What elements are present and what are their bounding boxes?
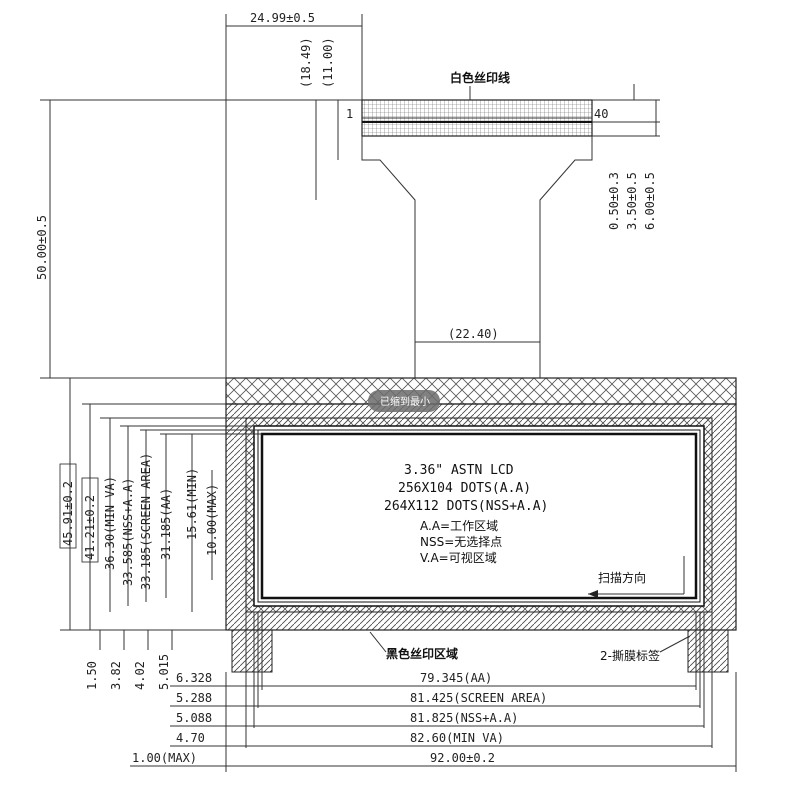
dim-3-82: 3.82 [109,661,123,690]
h-value-0: 79.345(AA) [420,671,492,685]
note-aa: A.A=工作区域 [420,519,498,533]
minimized-badge[interactable]: 已缩到最小 [368,390,440,412]
pin-first-label: 1 [346,107,353,121]
minimized-badge-label: 已缩到最小 [380,395,430,408]
pin-last-label: 40 [594,107,608,121]
total-length-dimension: 50.00±0.5 [35,99,362,379]
dim-1-50: 1.50 [85,661,99,690]
scan-direction-label: 扫描方向 [598,570,646,585]
h-offset-3: 4.70 [176,731,205,745]
scan-arrow-icon [588,590,598,598]
protective-film-leader [659,635,691,653]
neck-width-dimension: (22.40) [415,327,540,343]
fpc-width-label: 24.99±0.5 [250,11,315,25]
black-print-area-label: 黑色丝印区域 [386,646,458,661]
h-offset-1: 5.288 [176,691,212,705]
h-value-1: 81.425(SCREEN AREA) [410,691,547,705]
spec-line2: 256X104 DOTS(A.A) [398,481,531,496]
fpc-tail [361,99,593,378]
dim-0-50: 0.50±0.3 [607,172,621,230]
neck-width-label: (22.40) [448,327,499,341]
h-offset-0: 6.328 [176,671,212,685]
vertical-dimensions: 45.91±0.2 41.21±0.2 36.30(MIN VA) 33.585… [59,377,262,690]
horizontal-dimensions: 6.328 79.345(AA) 5.288 81.425(SCREEN ARE… [130,612,737,772]
dim-overall: 45.91±0.2 [61,481,75,546]
panel-spec: 3.36" ASTN LCD 256X104 DOTS(A.A) 264X112… [384,463,548,565]
dim-11-00: (11.00) [321,37,335,88]
note-nss: NSS=无选择点 [420,535,502,549]
black-print-leader [369,631,387,653]
fpc-right-dimensions: 0.50±0.3 3.50±0.5 6.00±0.5 [592,84,660,230]
dim-min: 15.61(MIN) [185,468,199,540]
dim-4-02: 4.02 [133,661,147,690]
spec-line1: 3.36" ASTN LCD [404,463,514,478]
dim-screen-area: 33.185(SCREEN AREA) [139,453,153,590]
dim-3-50: 3.50±0.5 [625,172,639,230]
dim-18-49: (18.49) [299,37,313,88]
dim-5-015: 5.015 [157,654,171,690]
white-print-line-label: 白色丝印线 [450,70,510,85]
dim-outline: 41.21±0.2 [83,495,97,560]
scan-direction: 扫描方向 [588,556,685,598]
spec-line3: 264X112 DOTS(NSS+A.A) [384,499,548,514]
h-value-3: 82.60(MIN VA) [410,731,504,745]
dim-aa: 31.185(AA) [159,488,173,560]
h-value-4: 92.00±0.2 [430,751,495,765]
protective-film-label: 2-撕膜标签 [600,648,660,663]
dim-nss-aa: 33.585(NSS+A.A) [121,478,135,586]
dim-max: 10.00(MAX) [205,484,219,556]
h-offset-4: 1.00(MAX) [132,751,197,765]
dim-min-va: 36.30(MIN VA) [103,476,117,570]
note-va: V.A=可视区域 [420,550,497,565]
h-value-2: 81.825(NSS+A.A) [410,711,518,725]
total-length-label: 50.00±0.5 [35,215,49,280]
h-offset-2: 5.088 [176,711,212,725]
lcd-panel [225,377,737,673]
fpc-width-dimension: 24.99±0.5 [225,11,363,378]
dim-6-00: 6.00±0.5 [643,172,657,230]
